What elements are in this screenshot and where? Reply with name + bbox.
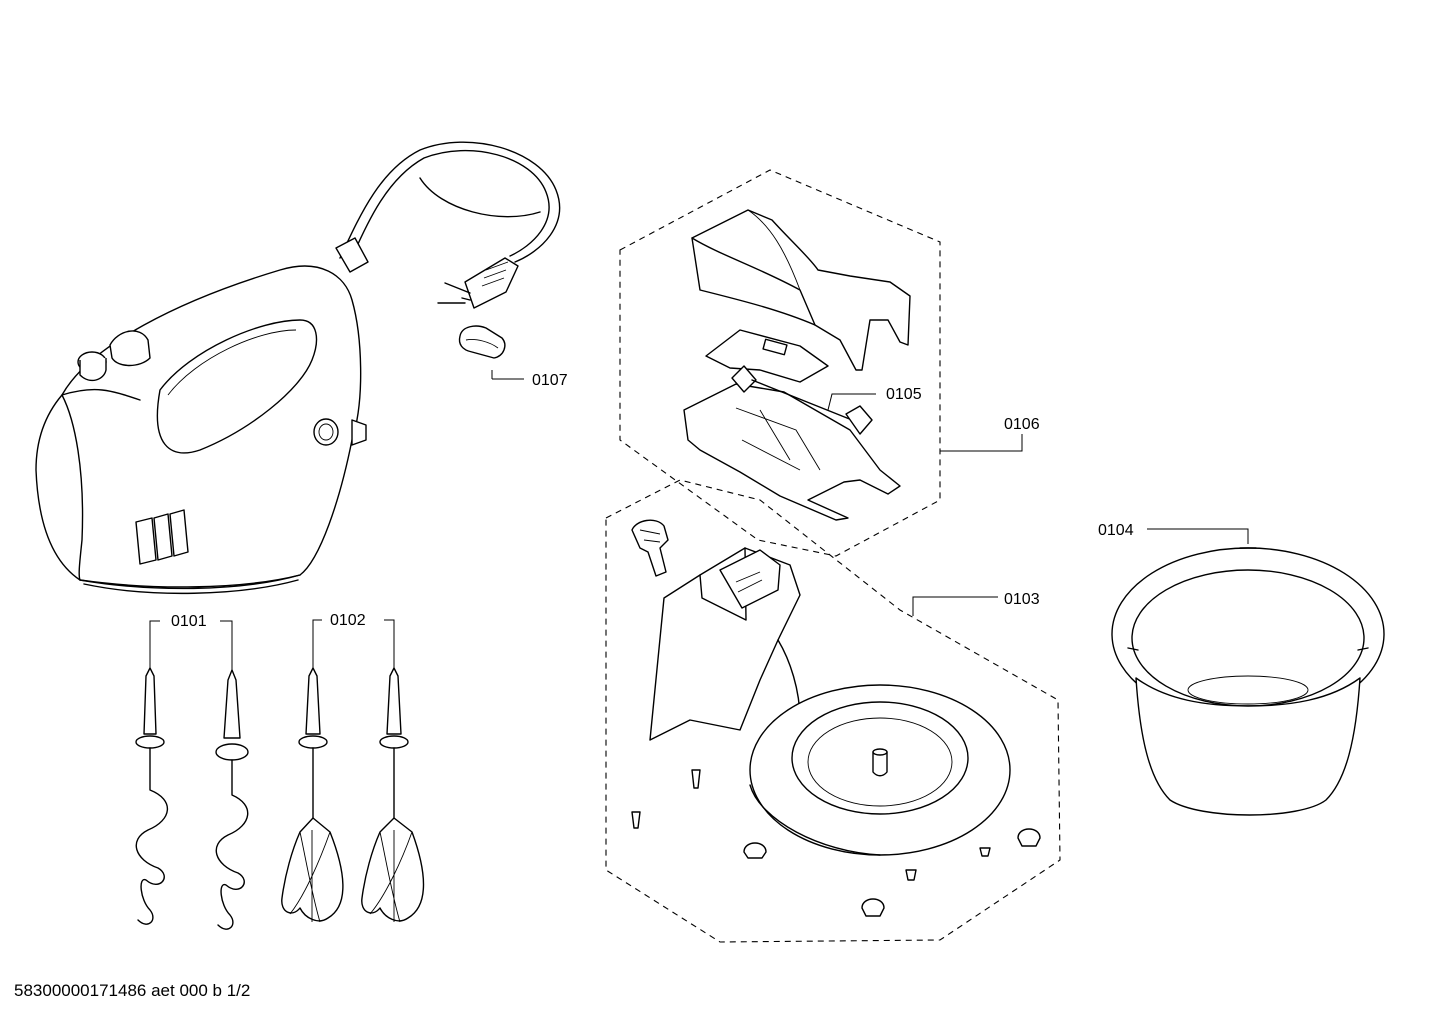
hand-mixer-motor-unit (35, 141, 561, 595)
stand-base-assembly (605, 479, 1061, 943)
mixing-bowl (1111, 528, 1385, 816)
power-plug (437, 257, 519, 309)
callout-0102: 0102 (330, 612, 366, 629)
callout-0105: 0105 (886, 386, 922, 403)
whisk-beaters (281, 619, 425, 923)
callout-0104: 0104 (1098, 522, 1134, 539)
callout-0103: 0103 (1004, 591, 1040, 608)
cord-clip-part (458, 325, 524, 380)
callout-0106: 0106 (1004, 416, 1040, 433)
dough-hooks (135, 620, 249, 930)
callout-0101: 0101 (171, 613, 207, 630)
gear-head-assembly (619, 169, 1023, 557)
callout-0107: 0107 (532, 372, 568, 389)
document-id-footer: 58300000171486 aet 000 b 1/2 (14, 981, 251, 1000)
